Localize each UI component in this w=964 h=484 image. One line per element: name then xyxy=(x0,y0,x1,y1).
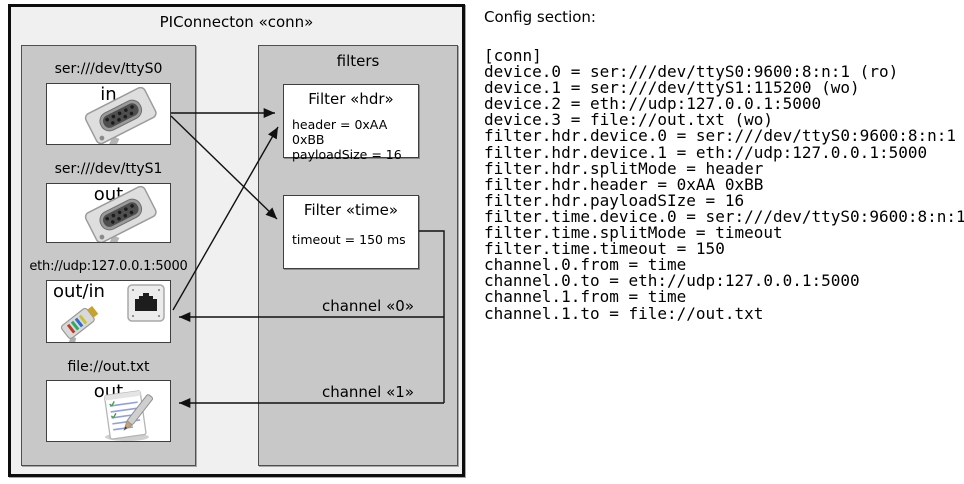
filters-panel-title: filters xyxy=(336,52,380,70)
notepad-icon xyxy=(104,390,154,441)
config-line: channel.0.from = time xyxy=(484,255,687,275)
filter-attributes: header = 0xAA 0xBB payloadSize = 16 xyxy=(292,117,418,162)
filter-attribute: payloadSize = 16 xyxy=(292,147,402,162)
filter-attributes: timeout = 150 ms xyxy=(292,232,406,247)
device-label-ttyS1: ser:///dev/ttyS1 xyxy=(54,161,163,177)
ethernet-cable-icon xyxy=(60,305,99,342)
config-line: filter.time.device.0 = ser:///dev/ttyS0:… xyxy=(484,206,964,226)
device-box-file: out xyxy=(46,380,171,442)
channel-0-label: channel «0» xyxy=(321,297,414,315)
device-label-eth: eth://udp:127.0.0.1:5000 xyxy=(29,259,188,274)
config-section-title: Config section: xyxy=(484,8,596,26)
filter-box-hdr: Filter «hdr» header = 0xAA 0xBB payloadS… xyxy=(283,84,419,162)
connection-diagram: PIConnecton «conn» filters ser:///dev/tt… xyxy=(8,4,465,477)
serial-connector-icon xyxy=(84,87,157,144)
device-label-ttyS0: ser:///dev/ttyS0 xyxy=(54,61,163,77)
channel-1-label: channel «1» xyxy=(321,383,414,401)
config-line: device.1 = ser:///dev/ttyS1:115200 (wo) xyxy=(484,78,860,98)
config-lines: [conn]device.0 = ser:///dev/ttyS0:9600:8… xyxy=(484,46,964,323)
device-direction: out/in xyxy=(53,281,105,302)
config-line: filter.time.timeout = 150 xyxy=(484,239,725,259)
config-line: filter.hdr.header = 0xAA 0xBB xyxy=(484,174,764,194)
config-line: device.2 = eth://udp:127.0.0.1:5000 xyxy=(484,94,822,114)
device-box-ttyS0: in xyxy=(46,83,171,145)
ethernet-jack-icon xyxy=(127,284,165,322)
diagram-title: PIConnecton «conn» xyxy=(159,13,314,31)
config-line: filter.time.splitMode = timeout xyxy=(484,223,783,243)
device-box-eth: out/in xyxy=(46,280,171,343)
config-line: device.3 = file://out.txt (wo) xyxy=(484,110,773,130)
config-line: filter.hdr.device.0 = ser:///dev/ttyS0:9… xyxy=(484,126,957,146)
config-line: [conn] xyxy=(484,46,542,65)
device-box-ttyS1: out xyxy=(46,183,171,243)
serial-connector-icon xyxy=(84,186,157,242)
config-line: channel.1.to = file://out.txt xyxy=(484,303,764,323)
filter-attribute: timeout = 150 ms xyxy=(292,232,406,247)
device-direction: in xyxy=(100,84,117,105)
config-line: device.0 = ser:///dev/ttyS0:9600:8:n:1 (… xyxy=(484,62,899,82)
config-line: filter.hdr.device.1 = eth://udp:127.0.0.… xyxy=(484,142,928,162)
config-line: filter.hdr.payloadSIze = 16 xyxy=(484,190,745,210)
config-line: channel.0.to = eth://udp:127.0.0.1:5000 xyxy=(484,271,860,291)
config-line: filter.hdr.splitMode = header xyxy=(484,158,764,178)
filter-title: Filter «hdr» xyxy=(308,90,394,108)
filter-title: Filter «time» xyxy=(303,201,399,219)
config-line: channel.1.from = time xyxy=(484,287,687,307)
filter-box-time: Filter «time» timeout = 150 ms xyxy=(283,195,419,269)
config-section: Config section: [conn]device.0 = ser:///… xyxy=(484,8,964,323)
device-label-file: file://out.txt xyxy=(67,359,150,375)
filter-attribute: header = 0xAA 0xBB xyxy=(292,117,388,147)
